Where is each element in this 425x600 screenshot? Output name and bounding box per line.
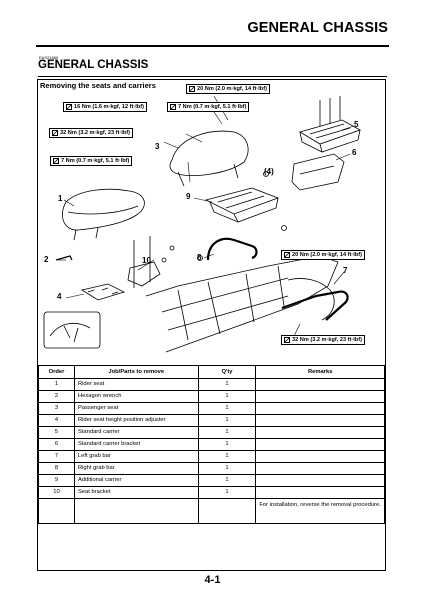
subsection-title: Removing the seats and carriers bbox=[40, 81, 156, 90]
torque-label: 16 Nm (1.6 m·kgf, 12 ft·lbf) bbox=[63, 102, 147, 112]
order-cell: 5 bbox=[38, 426, 75, 439]
header-rule bbox=[36, 45, 389, 47]
remarks-cell bbox=[255, 438, 385, 451]
callout-10: 10 bbox=[142, 256, 151, 265]
section-title: GENERAL CHASSIS bbox=[38, 59, 149, 71]
qty-cell: 1 bbox=[197, 474, 257, 487]
qty-cell: 1 bbox=[197, 486, 257, 499]
part-cell: Standard carrier bbox=[73, 426, 199, 439]
table-header-row: Order Job/Parts to remove Q'ty Remarks bbox=[38, 365, 385, 379]
torque-label: 20 Nm (2.0 m·kgf, 14 ft·lbf) bbox=[281, 250, 365, 260]
table-row: For installation, reverse the removal pr… bbox=[38, 498, 385, 524]
order-cell: 7 bbox=[38, 450, 75, 463]
column-header-remarks: Remarks bbox=[255, 365, 385, 379]
part-cell: Rider seat height position adjuster bbox=[73, 414, 199, 427]
remarks-cell bbox=[255, 402, 385, 415]
callout-2: 2 bbox=[44, 255, 49, 264]
remarks-cell bbox=[255, 414, 385, 427]
parts-table: Order Job/Parts to remove Q'ty Remarks 1… bbox=[38, 365, 385, 524]
callout-4-alt: (4) bbox=[264, 167, 274, 176]
part-cell: Additional carrier bbox=[73, 474, 199, 487]
part-cell: Left grab bar bbox=[73, 450, 199, 463]
page-header-title: GENERAL CHASSIS bbox=[247, 20, 388, 36]
order-cell: 6 bbox=[38, 438, 75, 451]
order-cell bbox=[38, 498, 75, 524]
content-frame bbox=[37, 79, 386, 571]
order-cell: 1 bbox=[38, 378, 75, 391]
torque-label: 20 Nm (2.0 m·kgf, 14 ft·lbf) bbox=[186, 84, 270, 94]
callout-3: 3 bbox=[155, 142, 160, 151]
callout-1: 1 bbox=[58, 194, 63, 203]
torque-label: 32 Nm (3.2 m·kgf, 23 ft·lbf) bbox=[281, 335, 365, 345]
part-cell: Rider seat bbox=[73, 378, 199, 391]
column-header-job-parts: Job/Parts to remove bbox=[73, 365, 199, 379]
torque-label: 7 Nm (0.7 m·kgf, 5.1 ft·lbf) bbox=[50, 156, 133, 166]
exploded-view-illustration bbox=[43, 95, 361, 353]
order-cell: 2 bbox=[38, 390, 75, 403]
callout-6: 6 bbox=[352, 148, 357, 157]
part-cell: Seat bracket bbox=[73, 486, 199, 499]
qty-cell: 1 bbox=[197, 390, 257, 403]
torque-label: 7 Nm (0.7 m·kgf, 5.1 ft·lbf) bbox=[167, 102, 250, 112]
remarks-cell: For installation, reverse the removal pr… bbox=[255, 498, 385, 524]
callout-9: 9 bbox=[186, 192, 191, 201]
order-cell: 9 bbox=[38, 474, 75, 487]
part-cell bbox=[73, 498, 199, 524]
part-cell: Standard carrier bracket bbox=[73, 438, 199, 451]
remarks-cell bbox=[255, 378, 385, 391]
part-cell: Hexagon wrench bbox=[73, 390, 199, 403]
callout-5: 5 bbox=[354, 120, 359, 129]
qty-cell bbox=[197, 498, 257, 524]
callout-7: 7 bbox=[343, 266, 348, 275]
qty-cell: 1 bbox=[197, 450, 257, 463]
remarks-cell bbox=[255, 390, 385, 403]
remarks-cell bbox=[255, 426, 385, 439]
torque-label: 32 Nm (3.2 m·kgf, 23 ft·lbf) bbox=[49, 128, 133, 138]
part-cell: Passenger seat bbox=[73, 402, 199, 415]
order-cell: 3 bbox=[38, 402, 75, 415]
section-code: EAS21580 bbox=[39, 55, 59, 60]
remarks-cell bbox=[255, 462, 385, 475]
callout-4: 4 bbox=[57, 292, 62, 301]
order-cell: 8 bbox=[38, 462, 75, 475]
qty-cell: 1 bbox=[197, 414, 257, 427]
remarks-cell bbox=[255, 474, 385, 487]
callout-8: 8 bbox=[197, 253, 202, 262]
column-header-qty: Q'ty bbox=[197, 365, 257, 379]
column-header-order: Order bbox=[38, 365, 75, 379]
section-rule bbox=[38, 76, 387, 77]
qty-cell: 1 bbox=[197, 402, 257, 415]
order-cell: 4 bbox=[38, 414, 75, 427]
order-cell: 10 bbox=[38, 486, 75, 499]
qty-cell: 1 bbox=[197, 378, 257, 391]
page-number: 4-1 bbox=[204, 574, 221, 586]
qty-cell: 1 bbox=[197, 462, 257, 475]
qty-cell: 1 bbox=[197, 438, 257, 451]
part-cell: Right grab bar bbox=[73, 462, 199, 475]
qty-cell: 1 bbox=[197, 426, 257, 439]
remarks-cell bbox=[255, 486, 385, 499]
remarks-cell bbox=[255, 450, 385, 463]
